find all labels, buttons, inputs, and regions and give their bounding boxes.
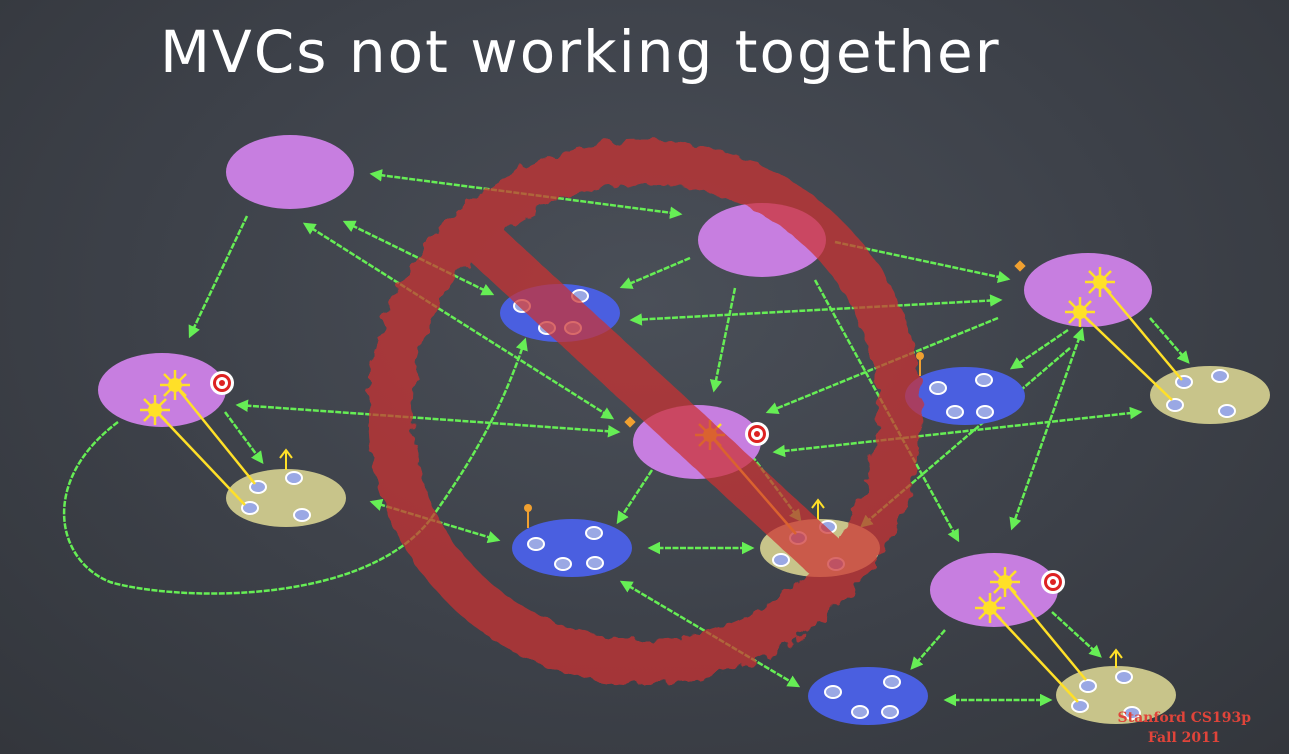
target-icon: [745, 422, 769, 446]
target-icons: [210, 371, 1065, 594]
arrow: [709, 287, 737, 393]
footer-term: Fall 2011: [1147, 730, 1221, 746]
action-arrow-icon: [1109, 648, 1123, 668]
model-bottom-right: [1056, 648, 1176, 724]
outlet-icon: [624, 416, 636, 428]
arrow: [1051, 611, 1102, 658]
arrow: [342, 220, 495, 296]
arrow: [235, 399, 621, 438]
arrow: [910, 629, 946, 670]
arrow: [629, 294, 1003, 326]
model-left: [226, 448, 346, 527]
arrow: [834, 240, 1011, 284]
arrow: [62, 337, 528, 595]
controller-right: [1024, 253, 1152, 327]
arrow: [223, 411, 264, 465]
arrow: [1009, 328, 1069, 370]
prohibition-sign: [368, 140, 922, 684]
outlet-icons: [624, 260, 1026, 428]
controller-bottom-right: [930, 553, 1058, 627]
arrow: [619, 256, 691, 289]
target-icon: [210, 371, 234, 395]
model-right: [1150, 366, 1270, 424]
slide-title: MVCs not working together: [160, 18, 1001, 86]
course-footer: Stanford CS193p Fall 2011: [1118, 708, 1252, 748]
controller-top-left: [226, 135, 354, 209]
arrow: [1149, 317, 1190, 364]
view-center: [512, 504, 632, 577]
action-arrow-icon: [811, 498, 825, 520]
target-icon: [1041, 570, 1065, 594]
arrow: [616, 469, 654, 525]
footer-course: Stanford CS193p: [1117, 710, 1252, 726]
view-right: [905, 352, 1025, 425]
outlet-icon: [1014, 260, 1026, 272]
arrow: [188, 215, 249, 339]
arrow: [1009, 327, 1085, 531]
action-arrow-icon: [279, 448, 293, 470]
view-bottom: [808, 667, 928, 725]
